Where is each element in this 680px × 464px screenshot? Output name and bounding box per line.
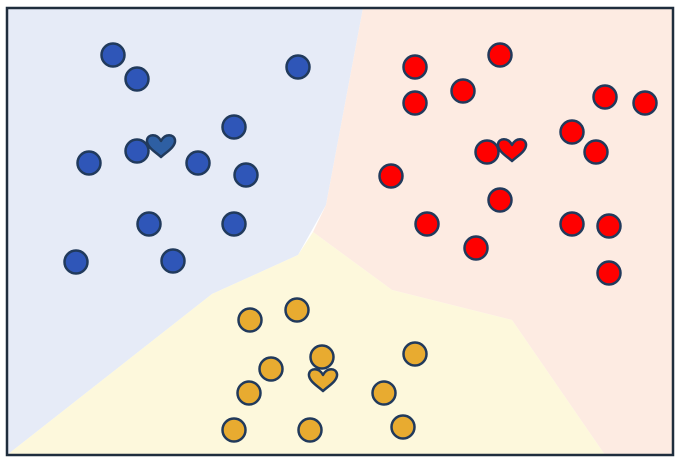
blue-data-point — [221, 114, 247, 140]
blue-data-point — [100, 42, 126, 68]
red-data-point — [596, 260, 622, 286]
region-blue — [7, 8, 363, 455]
red-data-point — [632, 90, 658, 116]
yellow-data-point — [236, 380, 262, 406]
blue-data-point — [124, 66, 150, 92]
red-data-point — [402, 90, 428, 116]
blue-data-point — [124, 138, 150, 164]
blue-data-point — [160, 248, 186, 274]
region-yellow — [7, 232, 605, 455]
red-data-point — [402, 54, 428, 80]
blue-data-point — [63, 249, 89, 275]
red-data-point — [463, 235, 489, 261]
red-data-point — [414, 211, 440, 237]
blue-data-point — [285, 54, 311, 80]
yellow-data-point — [284, 297, 310, 323]
red-data-point — [559, 119, 585, 145]
red-data-point — [487, 42, 513, 68]
red-data-point — [378, 163, 404, 189]
yellow-data-point — [297, 417, 323, 443]
yellow-centroid-heart-icon — [307, 368, 339, 393]
red-data-point — [592, 84, 618, 110]
blue-data-point — [185, 150, 211, 176]
red-data-point — [450, 78, 476, 104]
points-layer — [63, 42, 658, 443]
blue-data-point — [221, 211, 247, 237]
red-data-point — [583, 139, 609, 165]
yellow-data-point — [390, 414, 416, 440]
red-data-point — [474, 139, 500, 165]
cluster-blue — [63, 42, 311, 275]
red-data-point — [596, 213, 622, 239]
cluster-yellow — [221, 297, 428, 443]
blue-centroid-heart-icon — [145, 134, 177, 159]
blue-data-point — [233, 162, 259, 188]
cluster-red — [378, 42, 658, 286]
yellow-data-point — [221, 417, 247, 443]
blue-data-point — [136, 211, 162, 237]
yellow-data-point — [258, 356, 284, 382]
red-data-point — [487, 187, 513, 213]
yellow-data-point — [237, 307, 263, 333]
blue-data-point — [76, 150, 102, 176]
yellow-data-point — [402, 341, 428, 367]
yellow-data-point — [309, 344, 335, 370]
region-red — [313, 8, 673, 455]
frame-border — [5, 6, 675, 457]
red-data-point — [559, 211, 585, 237]
yellow-data-point — [371, 380, 397, 406]
red-centroid-heart-icon — [496, 138, 528, 163]
